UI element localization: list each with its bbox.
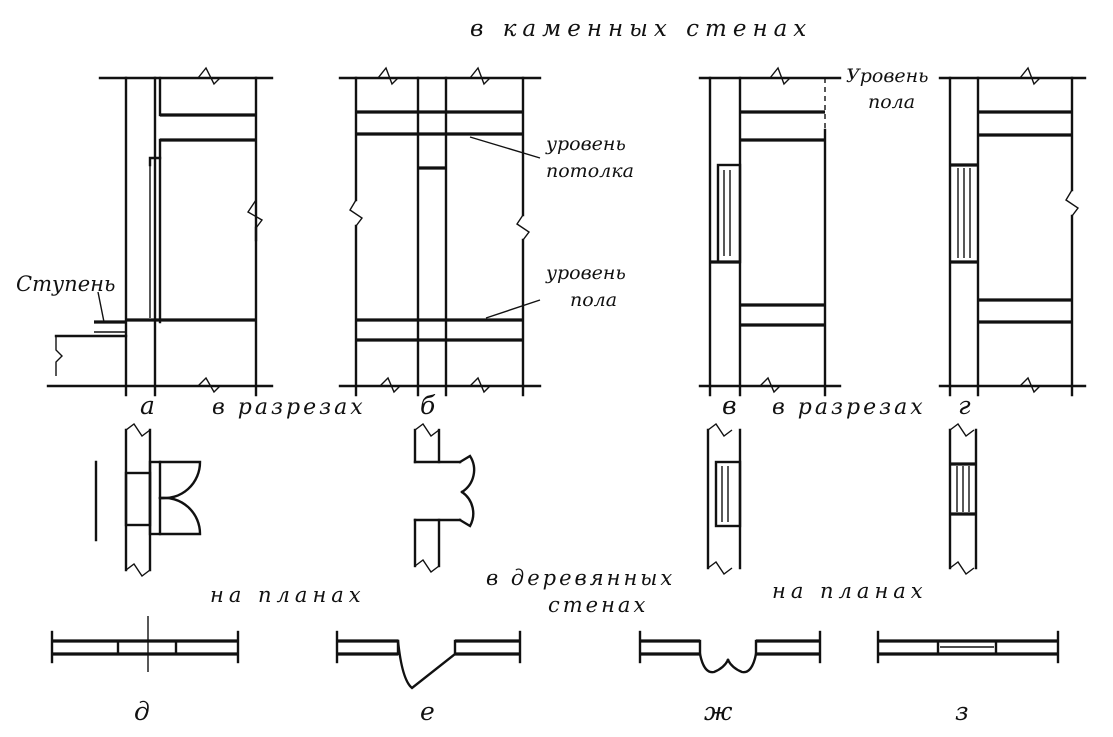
wood-plan-z [876,630,1060,664]
plans-label-left: на планах [210,583,366,607]
section-b [338,66,542,397]
step-label: Ступень [16,272,115,296]
letter-b: б [420,391,436,420]
plan-a [94,422,202,578]
wood-plan-d [50,616,240,672]
plans-label-right: на планах [772,579,928,603]
step-leader-line [97,291,105,323]
wooden-walls-label-line2: стенах [548,593,648,617]
wooden-walls-label-line1: в деревянных [486,566,675,590]
sections-label-left: в разрезах [212,395,366,420]
letter-zh: ж [704,697,733,726]
letter-g: г [958,391,971,420]
floor-level-label-line1: уровень [545,262,626,284]
plan-g [948,422,978,576]
wood-plan-zh [638,630,822,674]
letter-v: в [722,391,737,420]
section-v [698,66,842,397]
title-stone-walls: в каменных стенах [470,16,812,42]
letter-e: е [420,697,435,726]
floor-level-label-line2: пола [570,289,617,311]
top-floor-level-label-line2: пола [868,91,915,113]
letter-d: д [134,697,150,726]
section-g [938,66,1087,397]
letter-a: а [140,391,155,420]
ceiling-level-label-line1: уровень [545,133,626,155]
plan-b [413,422,476,574]
sections-label-right: в разрезах [772,395,926,420]
letter-z: з [955,697,969,726]
wood-plan-e [335,630,522,690]
ceiling-level-label-line2: потолка [546,160,634,182]
top-floor-level-label-line1: Уровень [846,65,929,87]
plan-v [706,422,742,576]
section-a [46,66,274,397]
